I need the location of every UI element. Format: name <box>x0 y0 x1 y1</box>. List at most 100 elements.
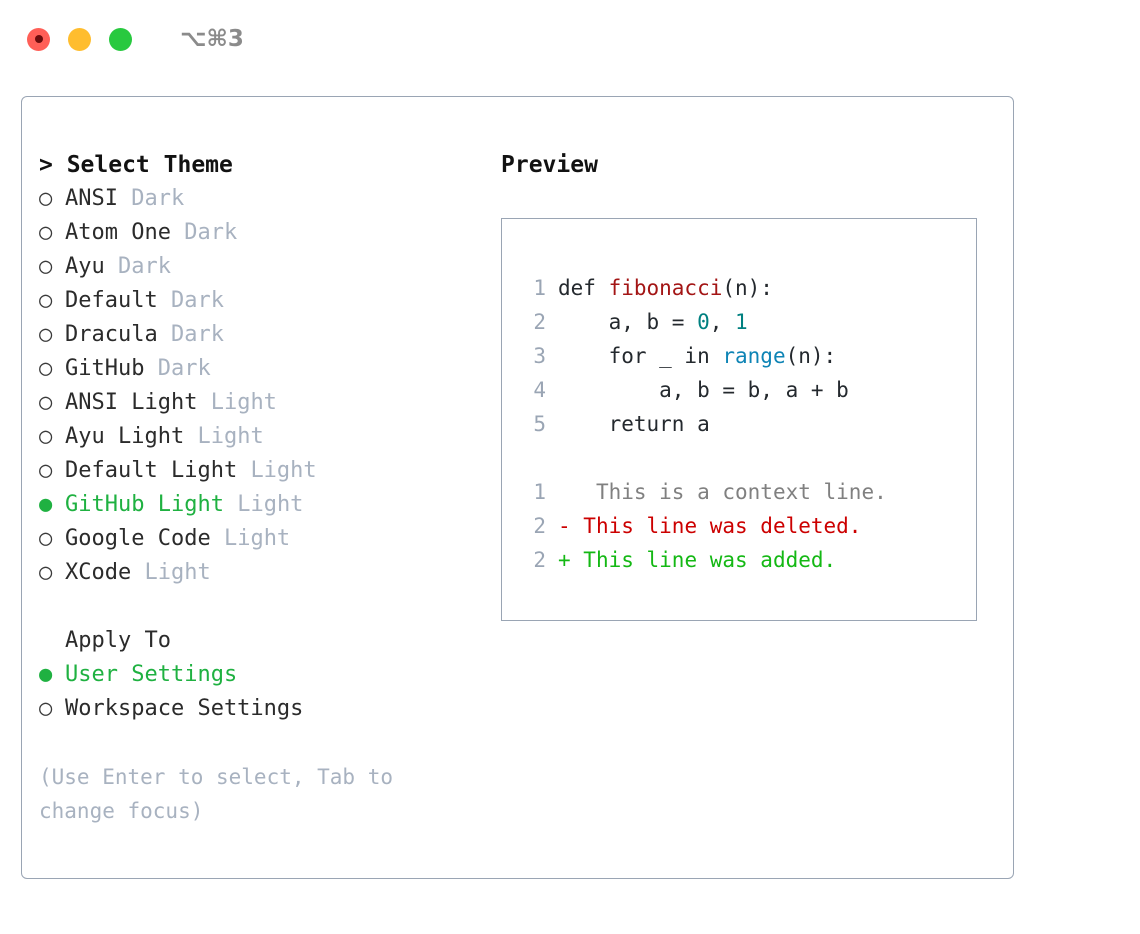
line-number: 2 <box>533 548 546 572</box>
theme-list-item[interactable]: ○ANSI Dark <box>39 182 469 216</box>
theme-name: GitHub Light <box>65 492 224 517</box>
theme-list-item[interactable]: ○ XCode Light <box>39 556 469 590</box>
line-number: 2 <box>533 514 546 538</box>
theme-list-item[interactable]: ○Ayu Light Light <box>39 420 469 454</box>
theme-list-item[interactable]: ● GitHub Light Light <box>39 488 469 522</box>
apply-to-option[interactable]: ●User Settings <box>39 658 469 692</box>
title-bar: ⌥⌘3 <box>0 0 1140 78</box>
theme-variant-tag: Light <box>223 526 291 551</box>
theme-list-item[interactable]: ○ Default Light Light <box>39 454 469 488</box>
theme-variant-tag: Dark <box>131 186 185 211</box>
line-number: 1 <box>533 276 546 300</box>
diff-text: This is a context line. <box>570 480 887 504</box>
radio-selected-icon: ● <box>39 492 53 517</box>
list-spacer <box>39 590 469 624</box>
theme-variant-tag: Light <box>144 560 211 585</box>
theme-variant-tag: Light <box>237 492 304 517</box>
code-token: , <box>709 310 736 334</box>
theme-list-item[interactable]: ○ Dracula Dark <box>39 318 469 352</box>
apply-to-list[interactable]: ●User Settings ○ Workspace Settings <box>39 658 469 726</box>
radio-selected-icon: ● <box>39 662 53 687</box>
diff-text: This line was added. <box>570 548 837 572</box>
radio-unselected-icon: ○ <box>39 288 53 313</box>
radio-unselected-icon: ○ <box>39 220 53 245</box>
theme-name: Ayu <box>65 254 105 279</box>
line-number: 1 <box>533 480 546 504</box>
radio-unselected-icon: ○ <box>39 526 53 551</box>
code-token: fibonacci <box>608 276 723 300</box>
code-token: return a <box>558 412 710 436</box>
apply-to-label: Workspace Settings <box>65 696 304 721</box>
main-panel: > Select Theme ○ANSI Dark○Atom One Dark○… <box>21 96 1014 879</box>
theme-name: Dracula <box>65 322 158 347</box>
radio-unselected-icon: ○ <box>39 696 53 721</box>
theme-list[interactable]: ○ANSI Dark○Atom One Dark○Ayu Dark○Defaul… <box>39 182 469 590</box>
theme-name: Default <box>65 288 158 313</box>
preview-header: Preview <box>501 152 598 178</box>
diff-line: 2 + This line was added. <box>522 543 976 577</box>
theme-list-item[interactable]: ○ Ayu Dark <box>39 250 469 284</box>
theme-name: XCode <box>65 560 132 585</box>
radio-unselected-icon: ○ <box>39 254 53 279</box>
line-number: 4 <box>533 378 546 402</box>
code-token: range <box>722 344 786 368</box>
theme-list-item[interactable]: ○ GitHub Dark <box>39 352 469 386</box>
radio-unselected-icon: ○ <box>39 424 53 449</box>
line-number: 5 <box>533 412 546 436</box>
theme-variant-tag: Light <box>210 390 277 415</box>
theme-variant-tag: Light <box>250 458 317 483</box>
radio-unselected-icon: ○ <box>39 186 53 211</box>
apply-to-option[interactable]: ○ Workspace Settings <box>39 692 469 726</box>
apply-to-header: Apply To <box>65 628 171 653</box>
code-line: 4 a, b = b, a + b <box>522 373 976 407</box>
theme-variant-tag: Dark <box>184 220 238 245</box>
code-token: 0 <box>697 310 710 334</box>
theme-name: GitHub <box>65 356 145 381</box>
code-token: (n): <box>785 344 837 368</box>
code-line: 5 return a <box>522 407 976 441</box>
diff-marker: - <box>558 514 571 538</box>
maximize-button[interactable] <box>109 27 132 51</box>
code-token: (n): <box>722 276 773 300</box>
theme-list-item[interactable]: ○ANSI Light Light <box>39 386 469 420</box>
diff-marker: + <box>558 548 571 572</box>
code-line: 1 def fibonacci(n): <box>522 271 976 305</box>
radio-unselected-icon: ○ <box>39 356 53 381</box>
diff-marker <box>558 480 571 504</box>
theme-name: Atom One <box>65 220 171 245</box>
diff-line: 2- This line was deleted. <box>522 509 976 543</box>
minimize-button[interactable] <box>68 27 91 51</box>
radio-unselected-icon: ○ <box>39 390 53 415</box>
diff-gap <box>522 441 976 475</box>
theme-picker-column: > Select Theme ○ANSI Dark○Atom One Dark○… <box>39 148 469 828</box>
theme-list-item[interactable]: ○ Google Code Light <box>39 522 469 556</box>
radio-unselected-icon: ○ <box>39 322 53 347</box>
diff-line: 1 This is a context line. <box>522 475 976 509</box>
theme-name: Google Code <box>65 526 211 551</box>
theme-variant-tag: Light <box>197 424 264 449</box>
select-theme-header: > Select Theme <box>39 152 233 178</box>
close-button[interactable] <box>27 27 50 51</box>
theme-variant-tag: Dark <box>157 356 211 381</box>
theme-list-item[interactable]: ○ Default Dark <box>39 284 469 318</box>
diff-preview: 1 This is a context line.2- This line wa… <box>522 475 976 577</box>
theme-variant-tag: Dark <box>170 322 224 347</box>
code-token: for _ in <box>558 344 723 368</box>
theme-variant-tag: Dark <box>118 254 171 279</box>
theme-list-item[interactable]: ○ Atom One Dark <box>39 216 469 250</box>
keyboard-shortcut-label: ⌥⌘3 <box>180 26 244 52</box>
traffic-lights <box>27 27 132 51</box>
code-token: def <box>558 276 609 300</box>
code-token: a, b = b, a + b <box>558 378 849 402</box>
theme-variant-tag: Dark <box>170 288 224 313</box>
hint-text: (Use Enter to select, Tab to change focu… <box>39 765 394 823</box>
radio-unselected-icon: ○ <box>39 560 53 585</box>
radio-unselected-icon: ○ <box>39 458 53 483</box>
line-number: 2 <box>533 310 546 334</box>
theme-name: Default Light <box>65 458 238 483</box>
line-number: 3 <box>533 344 546 368</box>
diff-text: This line was deleted. <box>570 514 862 538</box>
